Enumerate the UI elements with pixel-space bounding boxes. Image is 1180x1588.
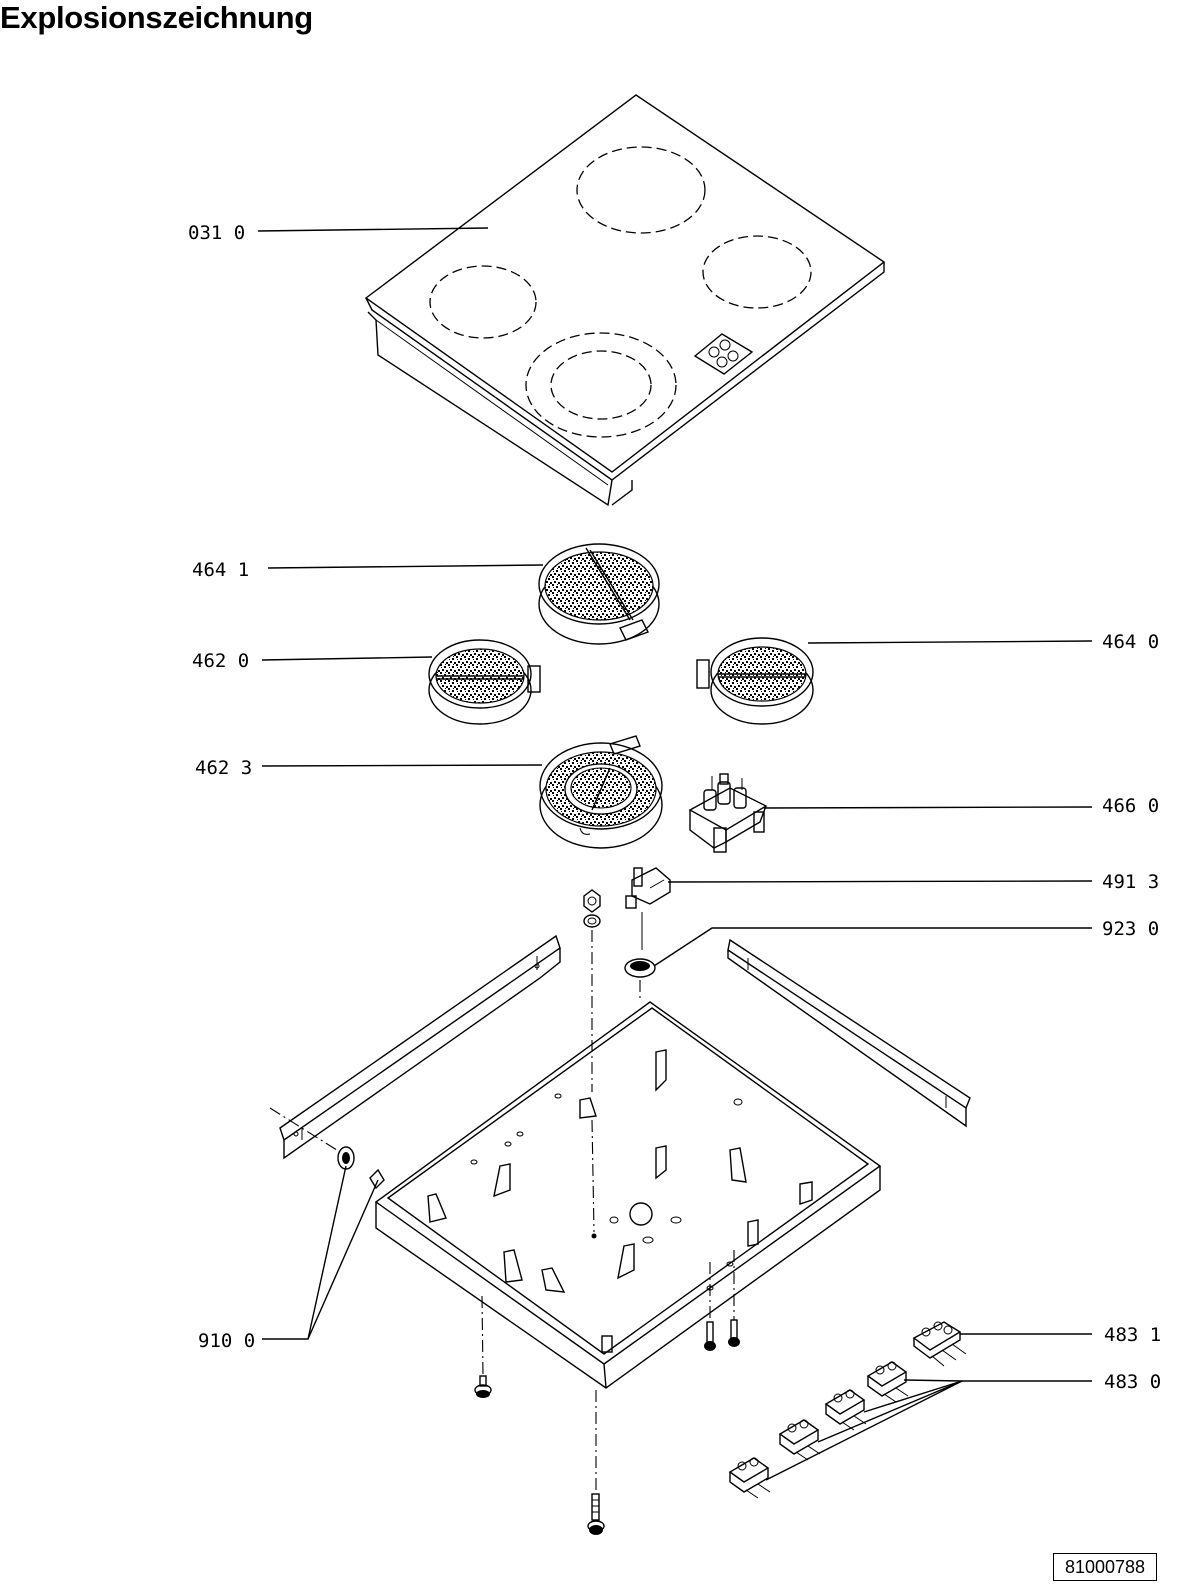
- part-label: 491 3: [1102, 871, 1159, 893]
- part-labels: 031 0 464 1 462 0 464 0 462 3 466 0 491 …: [188, 222, 1161, 1393]
- part-label: 466 0: [1102, 795, 1159, 817]
- nut-part: [583, 889, 601, 928]
- part-label: 462 0: [192, 650, 249, 672]
- switch-component: [625, 867, 671, 950]
- part-label: 923 0: [1102, 918, 1159, 940]
- part-label: 031 0: [188, 222, 245, 244]
- leader-lines: [257, 227, 1093, 1481]
- bottom-tray: [374, 1001, 882, 1389]
- part-label: 483 0: [1104, 1371, 1161, 1393]
- control-panel-icon: [693, 333, 754, 375]
- part-label: 464 0: [1102, 631, 1159, 653]
- heating-element-large: [538, 543, 660, 645]
- part-label: 483 1: [1104, 1324, 1161, 1346]
- heating-element-dual: [539, 735, 663, 849]
- grommet-ring: [624, 958, 656, 1002]
- mounting-rail-right: [727, 938, 971, 1128]
- page-title: Explosionszeichnung: [0, 0, 313, 35]
- part-label: 910 0: [198, 1330, 255, 1352]
- terminal-strip-483-1: [912, 1321, 967, 1367]
- terminal-strip-3: [778, 1419, 821, 1461]
- terminal-strip-1: [866, 1361, 909, 1403]
- heating-element-left: [428, 639, 541, 725]
- part-label: 462 3: [195, 757, 252, 779]
- screws: [269, 930, 740, 1535]
- mounting-rail-left: [279, 934, 561, 1160]
- part-label: 464 1: [192, 559, 249, 581]
- document-number-box: 81000788: [1053, 1553, 1157, 1581]
- ceramic-glass-top: [364, 94, 886, 507]
- terminal-strips: [728, 1321, 967, 1499]
- terminal-strip-2: [824, 1389, 867, 1431]
- terminal-strip-4: [728, 1457, 771, 1499]
- terminal-block: [688, 773, 768, 853]
- heating-element-right: [696, 637, 814, 725]
